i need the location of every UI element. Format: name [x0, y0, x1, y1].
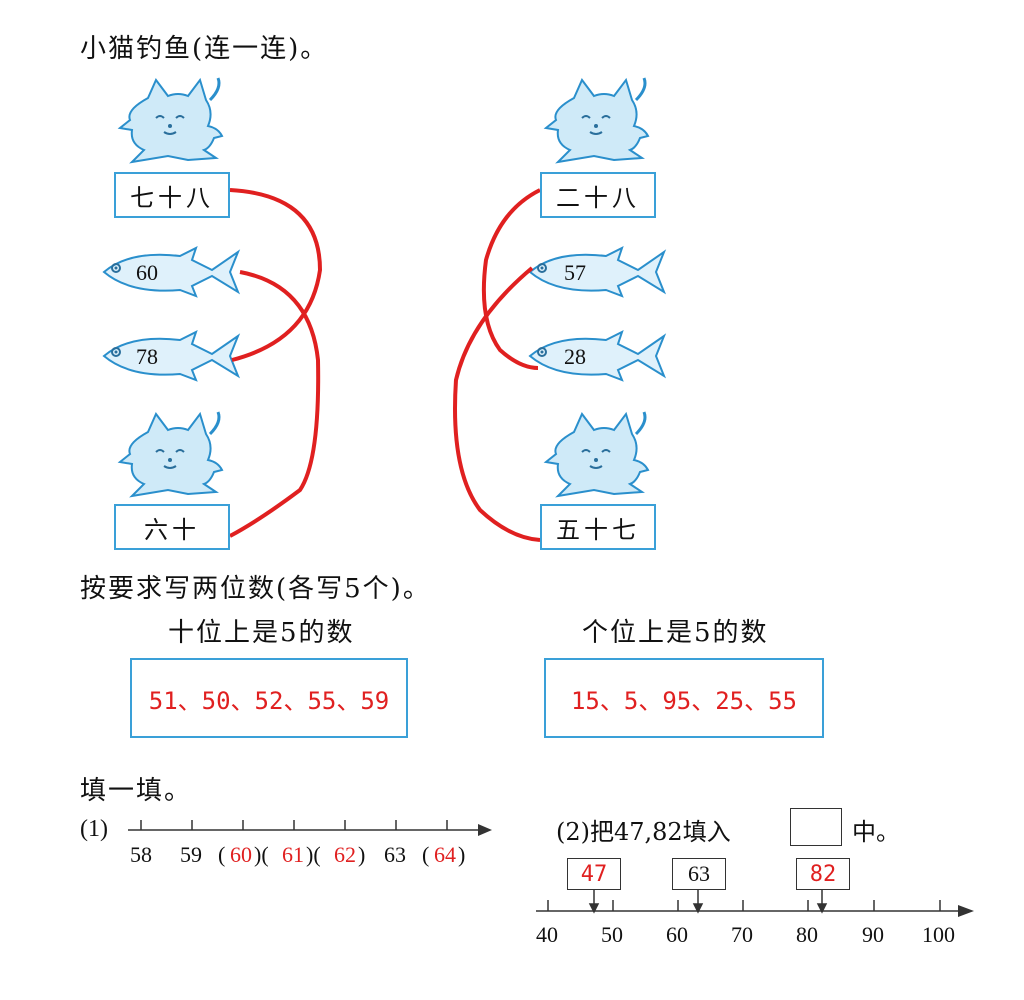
cat-icon-right-top — [544, 76, 650, 164]
fish-icon-left-2 — [103, 331, 239, 381]
fish-icon-left-1 — [103, 247, 239, 297]
fish-icon-right-2 — [529, 331, 665, 381]
cat-name-box-right-bottom[interactable]: 五十七 — [540, 504, 656, 550]
numberline-1-label-58: 58 — [130, 842, 152, 867]
numberline-2-arrow — [958, 905, 974, 917]
tens-digit-label: 十位上是5的数 — [168, 618, 355, 648]
numberline-1-answer-60[interactable]: 60 — [230, 842, 252, 867]
numberline-1-label-59: 59 — [180, 842, 202, 867]
tens-digit-answer-box[interactable]: 51、50、52、55、59 — [130, 658, 408, 738]
paren: ) — [358, 842, 366, 867]
numberline-1-ticks — [140, 820, 448, 830]
fish-number-right-1[interactable]: 57 — [564, 260, 586, 285]
cat-icon-right-bottom — [544, 410, 650, 498]
numberline-2-box-82[interactable]: 82 — [796, 858, 850, 890]
numberline-2-ticks — [547, 900, 941, 911]
numberline-2-label-70: 70 — [731, 922, 753, 947]
paren: )( — [306, 842, 321, 867]
numberline-1-label-63: 63 — [384, 842, 406, 867]
cat-icon-left-top — [118, 76, 224, 164]
cat-icon-left-bottom — [118, 410, 224, 498]
numberline-1-answer-61[interactable]: 61 — [282, 842, 304, 867]
ones-digit-label: 个位上是5的数 — [582, 618, 769, 648]
fish-number-left-1[interactable]: 60 — [136, 260, 158, 285]
numberline-2-label-50: 50 — [601, 922, 623, 947]
paren: )( — [254, 842, 269, 867]
numberline-2-label-80: 80 — [796, 922, 818, 947]
fish-number-left-2[interactable]: 78 — [136, 344, 158, 369]
section1-title: 小猫钓鱼(连一连)。 — [80, 34, 329, 64]
connect-line-28 — [481, 188, 541, 370]
part2-suffix: 中。 — [852, 818, 900, 846]
connect-line-57 — [453, 266, 541, 542]
section2-title: 按要求写两位数(各写5个)。 — [80, 574, 431, 604]
part2-prompt: (2)把47,82填入 — [556, 818, 731, 846]
cat-name-box-left-top[interactable]: 七十八 — [114, 172, 230, 218]
ones-digit-answer-box[interactable]: 15、5、95、25、55 — [544, 658, 824, 738]
numberline-1-answer-62[interactable]: 62 — [334, 842, 356, 867]
numberline-2-box-63: 63 — [672, 858, 726, 890]
connect-line-78 — [229, 188, 323, 362]
numberline-2-label-40: 40 — [536, 922, 558, 947]
paren: ( — [422, 842, 430, 867]
paren: ( — [218, 842, 226, 867]
fish-icon-right-1 — [529, 247, 665, 297]
part2-empty-box — [790, 808, 842, 846]
section3-title: 填一填。 — [80, 776, 193, 806]
connect-line-60 — [229, 270, 321, 538]
numberline-2-label-90: 90 — [862, 922, 884, 947]
numberline-2-label-60: 60 — [666, 922, 688, 947]
paren: ) — [458, 842, 466, 867]
fish-number-right-2[interactable]: 28 — [564, 344, 586, 369]
numberline-1-arrow — [478, 824, 492, 836]
cat-name-box-left-bottom[interactable]: 六十 — [114, 504, 230, 550]
numberline-1-answer-64[interactable]: 64 — [434, 842, 456, 867]
numberline-2-pointers — [588, 890, 828, 914]
part1-prefix: (1) — [80, 816, 108, 842]
cat-name-box-right-top[interactable]: 二十八 — [540, 172, 656, 218]
numberline-2-box-47[interactable]: 47 — [567, 858, 621, 890]
numberline-2-label-100: 100 — [922, 922, 955, 947]
